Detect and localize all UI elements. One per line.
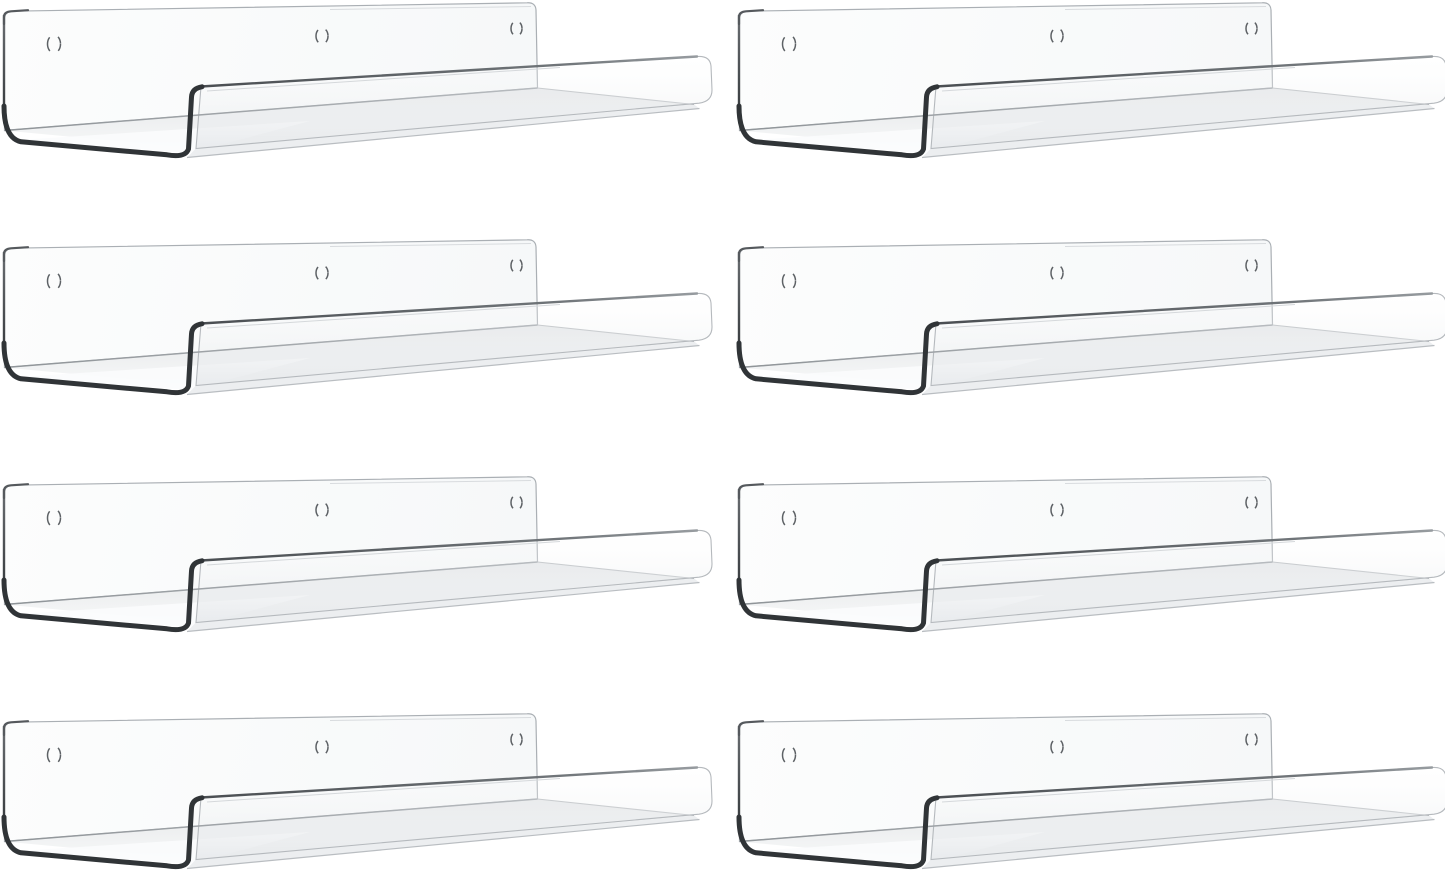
acrylic-shelf-r2-c2 [735,237,1445,455]
acrylic-shelf-r1-c2 [735,0,1445,218]
acrylic-shelf-r4-c2 [735,711,1445,874]
acrylic-shelf-r2-c1 [0,237,722,455]
acrylic-shelf-r3-c2 [735,474,1445,692]
acrylic-shelf-r3-c1 [0,474,722,692]
acrylic-shelf-r4-c1 [0,711,722,874]
acrylic-shelf-r1-c1 [0,0,722,218]
